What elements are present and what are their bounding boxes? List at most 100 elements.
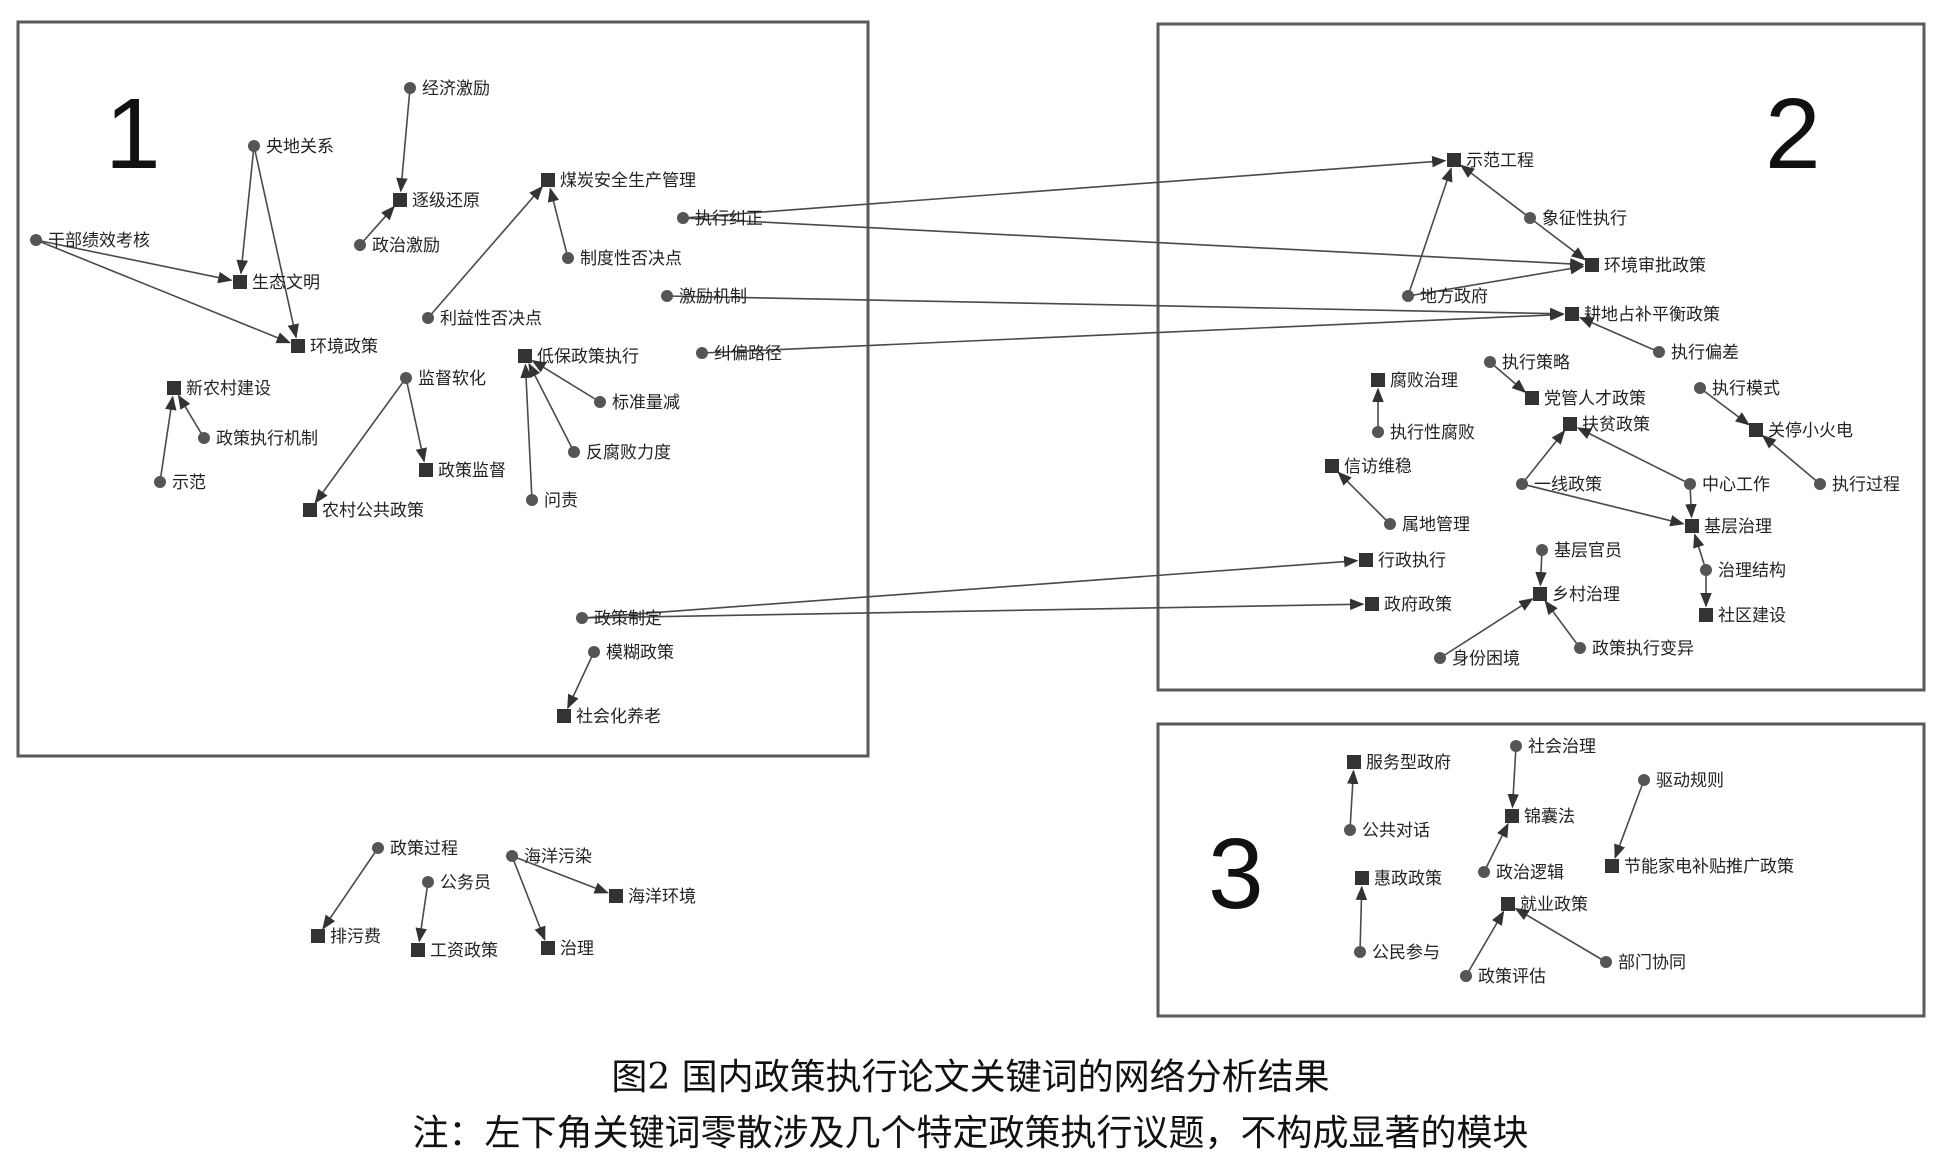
node-label: 扶贫政策 — [1582, 415, 1650, 435]
node-label: 纠偏路径 — [714, 344, 782, 364]
node-circle-marker — [422, 312, 434, 324]
node-label: 政策评估 — [1478, 967, 1546, 987]
node-label: 执行性腐败 — [1390, 423, 1475, 443]
edge-n7-n3 — [359, 205, 395, 246]
node-label: 属地管理 — [1402, 515, 1470, 535]
node-label: 激励机制 — [679, 287, 747, 307]
node-circle-marker — [1484, 356, 1496, 368]
node-circle-marker — [1510, 740, 1522, 752]
node-label: 经济激励 — [422, 79, 490, 99]
node-label: 信访维稳 — [1344, 457, 1412, 477]
node-square-marker — [541, 173, 555, 187]
node-circle-marker — [594, 396, 606, 408]
edge-n20-n16 — [159, 395, 177, 483]
node-label: 一线政策 — [1534, 475, 1602, 495]
edge-n2-n9 — [236, 145, 255, 275]
node-circle-marker — [588, 646, 600, 658]
edge-n41-n37 — [1521, 429, 1566, 485]
node-circle-marker — [1478, 866, 1490, 878]
node-circle-marker — [696, 347, 708, 359]
node-square-marker — [609, 889, 623, 903]
node-circle-marker — [154, 476, 166, 488]
node-label: 干部绩效考核 — [48, 231, 150, 251]
node-square-marker — [233, 275, 247, 289]
node-circle-marker — [562, 252, 574, 264]
node-label: 行政执行 — [1378, 551, 1446, 571]
node-label: 党管人才政策 — [1544, 389, 1646, 409]
node-label: 政策执行变异 — [1592, 639, 1694, 659]
node-circle-marker — [1354, 946, 1366, 958]
node-square-marker — [1563, 417, 1577, 431]
edge-n11-n4 — [427, 185, 544, 319]
node-square-marker — [1359, 553, 1373, 567]
edge-n43-n38 — [1761, 434, 1821, 485]
edge-n52-n49 — [1439, 598, 1534, 659]
node-circle-marker — [1344, 824, 1356, 836]
node-square-marker — [1565, 307, 1579, 321]
module-box-1 — [16, 20, 870, 758]
module-number-2: 2 — [1765, 78, 1821, 190]
edge-n19-n15 — [528, 362, 575, 453]
node-circle-marker — [30, 234, 42, 246]
edge-n13-n31 — [701, 309, 1565, 354]
node-circle-marker — [1638, 774, 1650, 786]
node-square-marker — [1505, 809, 1519, 823]
node-square-marker — [1533, 587, 1547, 601]
node-label: 海洋污染 — [524, 847, 592, 867]
node-circle-marker — [198, 432, 210, 444]
node-label: 新农村建设 — [186, 379, 271, 399]
node-label: 节能家电补贴推广政策 — [1624, 857, 1794, 877]
node-square-marker — [541, 941, 555, 955]
edge-n66-n70 — [322, 847, 379, 930]
edge-n65-n62 — [1465, 910, 1505, 977]
node-label: 基层官员 — [1554, 541, 1622, 561]
node-label: 社会治理 — [1528, 737, 1596, 757]
node-circle-marker — [1524, 212, 1536, 224]
node-label: 问责 — [544, 491, 578, 511]
node-circle-marker — [576, 612, 588, 624]
node-label: 象征性执行 — [1542, 209, 1627, 229]
edge-n2-n12 — [253, 145, 299, 339]
node-circle-marker — [1372, 426, 1384, 438]
module-number-3: 3 — [1208, 818, 1264, 930]
edges-layer — [35, 87, 1821, 977]
node-label: 治理结构 — [1718, 561, 1786, 581]
edge-n53-n49 — [1544, 600, 1581, 649]
node-label: 示范 — [172, 473, 206, 493]
node-label: 政策制定 — [594, 609, 662, 629]
node-label: 政治激励 — [372, 236, 440, 256]
edge-n36-n38 — [1699, 387, 1750, 426]
node-square-marker — [411, 943, 425, 957]
node-label: 农村公共政策 — [322, 501, 424, 521]
node-label: 耕地占补平衡政策 — [1584, 305, 1720, 325]
node-circle-marker — [1516, 478, 1528, 490]
node-square-marker — [419, 463, 433, 477]
node-label: 海洋环境 — [628, 887, 696, 907]
node-label: 央地关系 — [266, 137, 334, 157]
node-square-marker — [1685, 519, 1699, 533]
node-label: 反腐败力度 — [586, 443, 671, 463]
edge-n25-n26 — [567, 651, 595, 710]
node-square-marker — [1699, 608, 1713, 622]
edge-n6-n9 — [35, 239, 233, 284]
edge-n67-n69 — [511, 855, 609, 894]
node-circle-marker — [1574, 642, 1586, 654]
edge-n18-n16 — [177, 394, 205, 439]
node-label: 政策过程 — [390, 839, 458, 859]
node-label: 服务型政府 — [1366, 753, 1451, 773]
node-circle-marker — [526, 494, 538, 506]
node-circle-marker — [372, 842, 384, 854]
node-label: 执行偏差 — [1671, 343, 1739, 363]
node-label: 环境审批政策 — [1604, 256, 1706, 276]
node-label: 执行过程 — [1832, 475, 1900, 495]
node-circle-marker — [1700, 564, 1712, 576]
node-square-marker — [167, 381, 181, 395]
edge-n41-n45 — [1521, 483, 1685, 527]
node-square-marker — [1525, 391, 1539, 405]
edge-n48-n45 — [1693, 533, 1707, 571]
node-label: 就业政策 — [1520, 895, 1588, 915]
node-label: 公共对话 — [1362, 821, 1430, 841]
edge-n64-n62 — [1514, 907, 1607, 963]
node-square-marker — [557, 709, 571, 723]
node-circle-marker — [1684, 478, 1696, 490]
